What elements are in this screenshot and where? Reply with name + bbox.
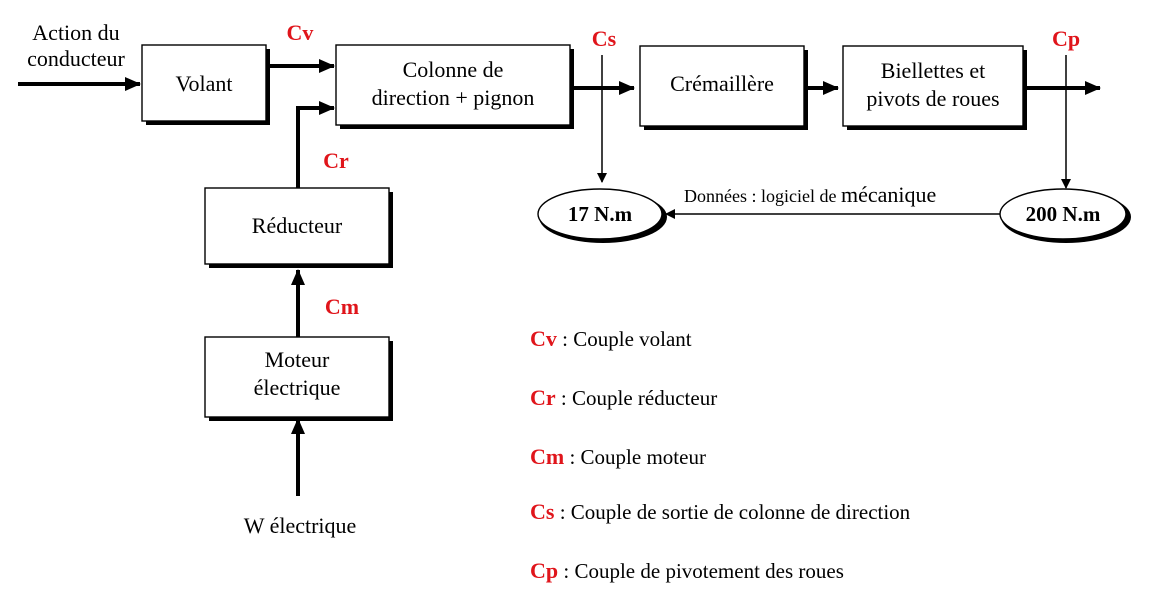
biellettes-label-line2: pivots de roues: [866, 86, 999, 111]
legend-key-cv: Cv: [530, 326, 557, 351]
legend-text-cs: : Couple de sortie de colonne de directi…: [554, 500, 910, 524]
reducteur-block: Réducteur: [204, 187, 393, 268]
legend-text-cr: : Couple réducteur: [556, 386, 718, 410]
cm-signal-label: Cm: [325, 294, 359, 319]
legend-key-cp: Cp: [530, 558, 558, 583]
driver-action-label-line1: Action du: [32, 20, 119, 45]
legend-key-cm: Cm: [530, 444, 564, 469]
legend-text-cp: : Couple de pivotement des roues: [558, 559, 844, 583]
moteur-label-line1: Moteur: [265, 347, 330, 372]
legend-item-cp: Cp : Couple de pivotement des roues: [530, 558, 844, 583]
reducteur-label: Réducteur: [252, 213, 343, 238]
driver-action-label-line2: conducteur: [27, 46, 125, 71]
cv-signal-label: Cv: [287, 20, 314, 45]
cremaillere-label: Crémaillère: [670, 71, 774, 96]
volant-label: Volant: [175, 71, 232, 96]
moteur-block: Moteur électrique: [204, 336, 393, 421]
legend-text-cv: : Couple volant: [557, 327, 692, 351]
moteur-label-line2: électrique: [254, 375, 341, 400]
cs-signal-label: Cs: [592, 26, 617, 51]
data-source-caption: Données : logiciel de mécanique: [684, 182, 936, 207]
biellettes-block: Biellettes et pivots de roues: [842, 45, 1027, 130]
cp-value-ellipse: 200 N.m: [999, 188, 1131, 243]
legend-text-cm: : Couple moteur: [564, 445, 706, 469]
legend: Cv : Couple volant Cr : Couple réducteur…: [530, 326, 911, 583]
cr-arrow: [296, 101, 335, 188]
cremaillere-block: Crémaillère: [639, 45, 808, 130]
data-source-prefix: Données : logiciel de: [684, 186, 841, 206]
cp-value: 200 N.m: [1026, 202, 1101, 226]
legend-key-cs: Cs: [530, 499, 555, 524]
colonne-block: Colonne de direction + pignon: [335, 44, 574, 129]
cr-signal-label: Cr: [323, 148, 349, 173]
cs-value: 17 N.m: [568, 202, 633, 226]
biellettes-label-line1: Biellettes et: [881, 58, 985, 83]
legend-key-cr: Cr: [530, 385, 556, 410]
data-source-word: mécanique: [841, 182, 936, 207]
colonne-label-line2: direction + pignon: [372, 85, 535, 110]
legend-item-cr: Cr : Couple réducteur: [530, 385, 717, 410]
legend-item-cv: Cv : Couple volant: [530, 326, 692, 351]
legend-item-cm: Cm : Couple moteur: [530, 444, 706, 469]
colonne-label-line1: Colonne de: [403, 57, 504, 82]
cp-signal-label: Cp: [1052, 26, 1080, 51]
power-input-label: W électrique: [244, 513, 357, 538]
volant-block: Volant: [141, 44, 270, 125]
legend-item-cs: Cs : Couple de sortie de colonne de dire…: [530, 499, 911, 524]
cs-value-ellipse: 17 N.m: [537, 188, 667, 243]
